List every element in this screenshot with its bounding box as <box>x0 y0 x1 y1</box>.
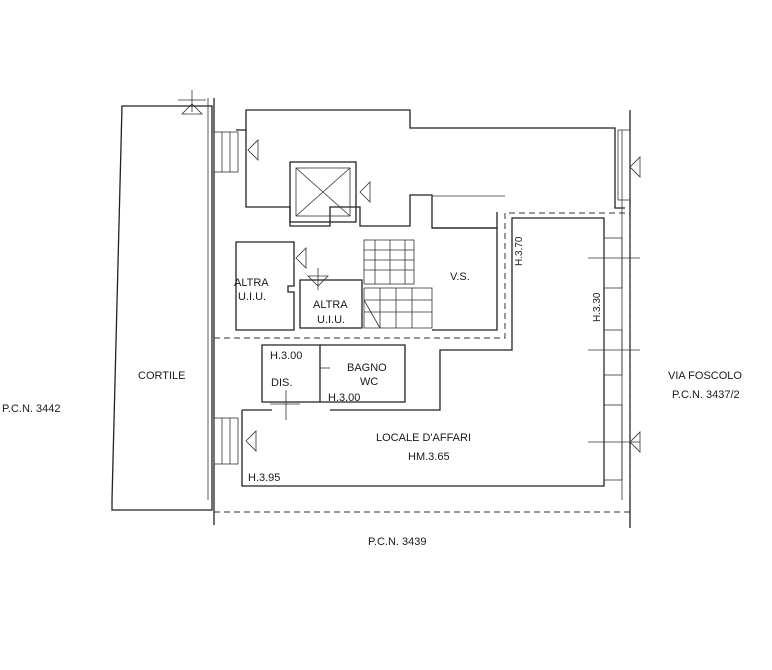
label-uiu-1: U.I.U. <box>238 291 266 303</box>
label-h-370: H.3.70 <box>514 236 525 266</box>
label-pcn-3442: P.C.N. 3442 <box>2 403 61 415</box>
label-altra-2: ALTRA <box>313 299 348 311</box>
lift-shaft <box>289 161 357 223</box>
east-window-3 <box>588 329 640 376</box>
label-vs: V.S. <box>450 271 470 283</box>
label-cortile: CORTILE <box>138 370 185 382</box>
label-h-300-a: H.3.00 <box>270 350 302 362</box>
label-uiu-2: U.I.U. <box>317 314 345 326</box>
label-locale-affari: LOCALE D'AFFARI <box>376 432 471 444</box>
label-wc: WC <box>360 376 378 388</box>
entry-symbol-altra <box>295 181 371 290</box>
label-hm-365: HM.3.65 <box>408 451 450 463</box>
entry-symbol-top <box>178 90 206 115</box>
room-altra-uiu-2 <box>299 279 363 329</box>
room-altra-uiu-1 <box>235 241 295 331</box>
stairs <box>363 239 433 329</box>
west-window-upper <box>213 131 259 173</box>
courtyard-outline <box>111 105 213 511</box>
north-wall <box>236 109 625 209</box>
west-window-lower <box>213 417 257 465</box>
label-pcn-3439: P.C.N. 3439 <box>368 536 427 548</box>
inner-boundary <box>214 212 630 339</box>
room-locale-affari <box>241 217 605 487</box>
east-window-4 <box>588 404 641 481</box>
label-bagno: BAGNO <box>347 362 387 374</box>
room-bagno <box>320 344 406 403</box>
label-dis: DIS. <box>271 377 292 389</box>
label-h-300-b: H.3.00 <box>328 392 360 404</box>
label-pcn-3437-2: P.C.N. 3437/2 <box>672 389 740 401</box>
label-altra-1: ALTRA <box>234 277 269 289</box>
label-h-395: H.3.95 <box>248 472 280 484</box>
east-window-2 <box>588 237 640 289</box>
label-h-330: H.3.30 <box>592 292 603 322</box>
east-window-1 <box>617 129 641 201</box>
label-via-foscolo: VIA FOSCOLO <box>668 370 742 382</box>
